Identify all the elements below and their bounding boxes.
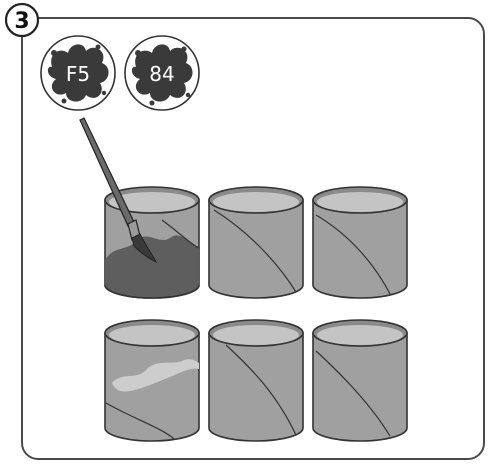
swatch-label: F5: [66, 62, 90, 86]
cardboard-tube-painted-light-patch: [104, 319, 200, 442]
swatch-label: 84: [149, 62, 174, 86]
cardboard-tube-unpainted: [312, 319, 408, 442]
cardboard-tube-unpainted: [312, 186, 408, 299]
cardboard-tube-unpainted: [208, 319, 304, 442]
cardboard-tube-painted-dark: [104, 186, 200, 299]
step-badge: 3: [4, 2, 40, 38]
cardboard-tube-unpainted: [208, 186, 304, 299]
paint-swatch-f5: F5: [40, 35, 116, 111]
paint-brush-icon: [79, 117, 158, 264]
paint-splat-icon: [47, 44, 109, 102]
paint-swatch-84: 84: [124, 35, 200, 111]
paint-splat-icon: [131, 44, 193, 102]
step-number: 3: [14, 9, 29, 34]
